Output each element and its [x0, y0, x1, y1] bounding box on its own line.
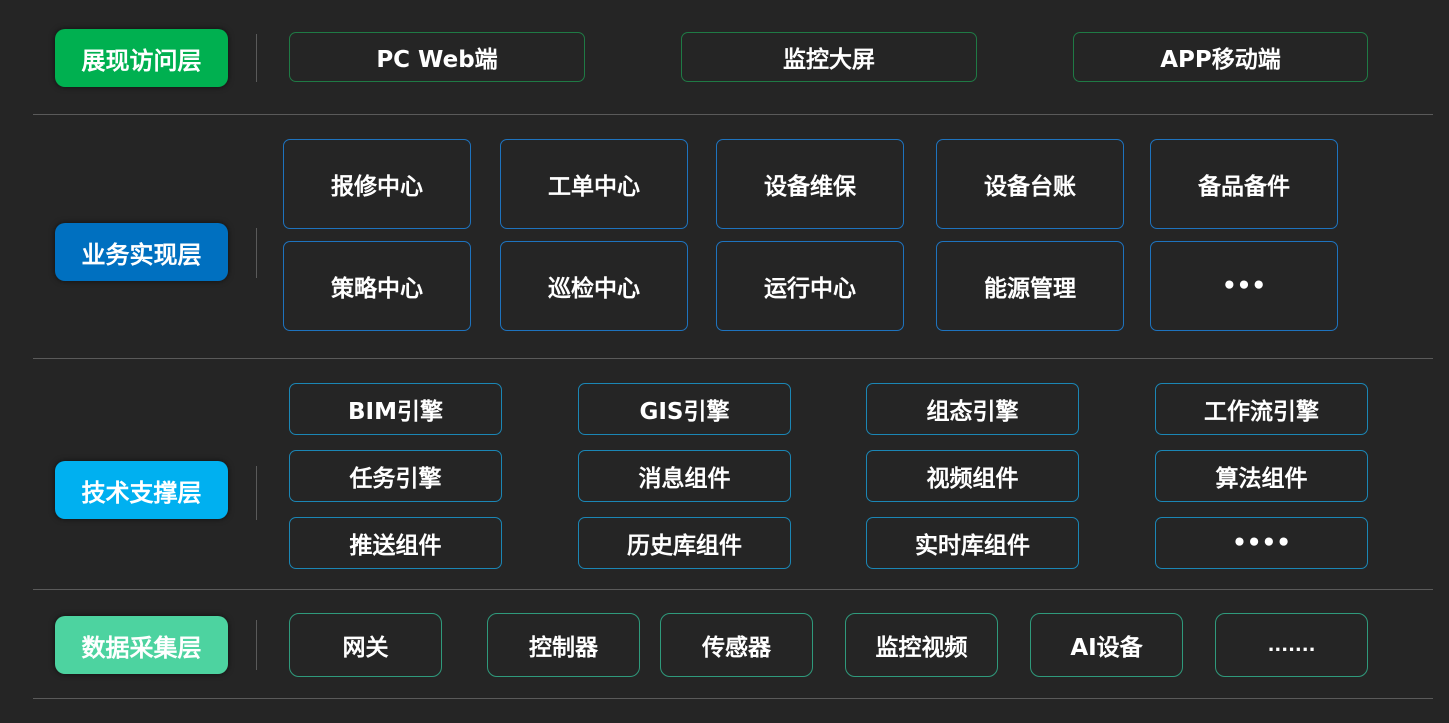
data-item-camera: 监控视频	[845, 613, 998, 677]
business-item-repair: 报修中心	[283, 139, 471, 229]
tech-item-gis: GIS引擎	[578, 383, 791, 435]
divider-1	[33, 114, 1433, 115]
tech-item-workflow: 工作流引擎	[1155, 383, 1368, 435]
business-item-spareparts: 备品备件	[1150, 139, 1338, 229]
business-item-strategy: 策略中心	[283, 241, 471, 331]
business-item-operation: 运行中心	[716, 241, 904, 331]
divider-4	[33, 698, 1433, 699]
tech-item-message: 消息组件	[578, 450, 791, 502]
data-item-ai-device: AI设备	[1030, 613, 1183, 677]
technical-layer-label: 技术支撑层	[55, 461, 228, 519]
data-item-more: .......	[1215, 613, 1368, 677]
monitor-screen-box: 监控大屏	[681, 32, 977, 82]
tech-item-config: 组态引擎	[866, 383, 1079, 435]
tech-item-push: 推送组件	[289, 517, 502, 569]
business-separator	[256, 228, 257, 278]
business-item-ledger: 设备台账	[936, 139, 1124, 229]
pc-web-box: PC Web端	[289, 32, 585, 82]
tech-item-realtime-db: 实时库组件	[866, 517, 1079, 569]
presentation-separator	[256, 34, 257, 82]
divider-3	[33, 589, 1433, 590]
business-item-maintenance: 设备维保	[716, 139, 904, 229]
data-item-gateway: 网关	[289, 613, 442, 677]
data-item-sensor: 传感器	[660, 613, 813, 677]
business-item-inspection: 巡检中心	[500, 241, 688, 331]
tech-item-task: 任务引擎	[289, 450, 502, 502]
tech-item-history-db: 历史库组件	[578, 517, 791, 569]
divider-2	[33, 358, 1433, 359]
technical-separator	[256, 466, 257, 520]
tech-item-algorithm: 算法组件	[1155, 450, 1368, 502]
business-layer-label: 业务实现层	[55, 223, 228, 281]
business-item-energy: 能源管理	[936, 241, 1124, 331]
business-item-more: •••	[1150, 241, 1338, 331]
app-mobile-box: APP移动端	[1073, 32, 1368, 82]
data-separator	[256, 620, 257, 670]
tech-item-video: 视频组件	[866, 450, 1079, 502]
data-layer-label: 数据采集层	[55, 616, 228, 674]
business-item-workorder: 工单中心	[500, 139, 688, 229]
tech-item-bim: BIM引擎	[289, 383, 502, 435]
presentation-layer-label: 展现访问层	[55, 29, 228, 87]
tech-item-more: ••••	[1155, 517, 1368, 569]
data-item-controller: 控制器	[487, 613, 640, 677]
